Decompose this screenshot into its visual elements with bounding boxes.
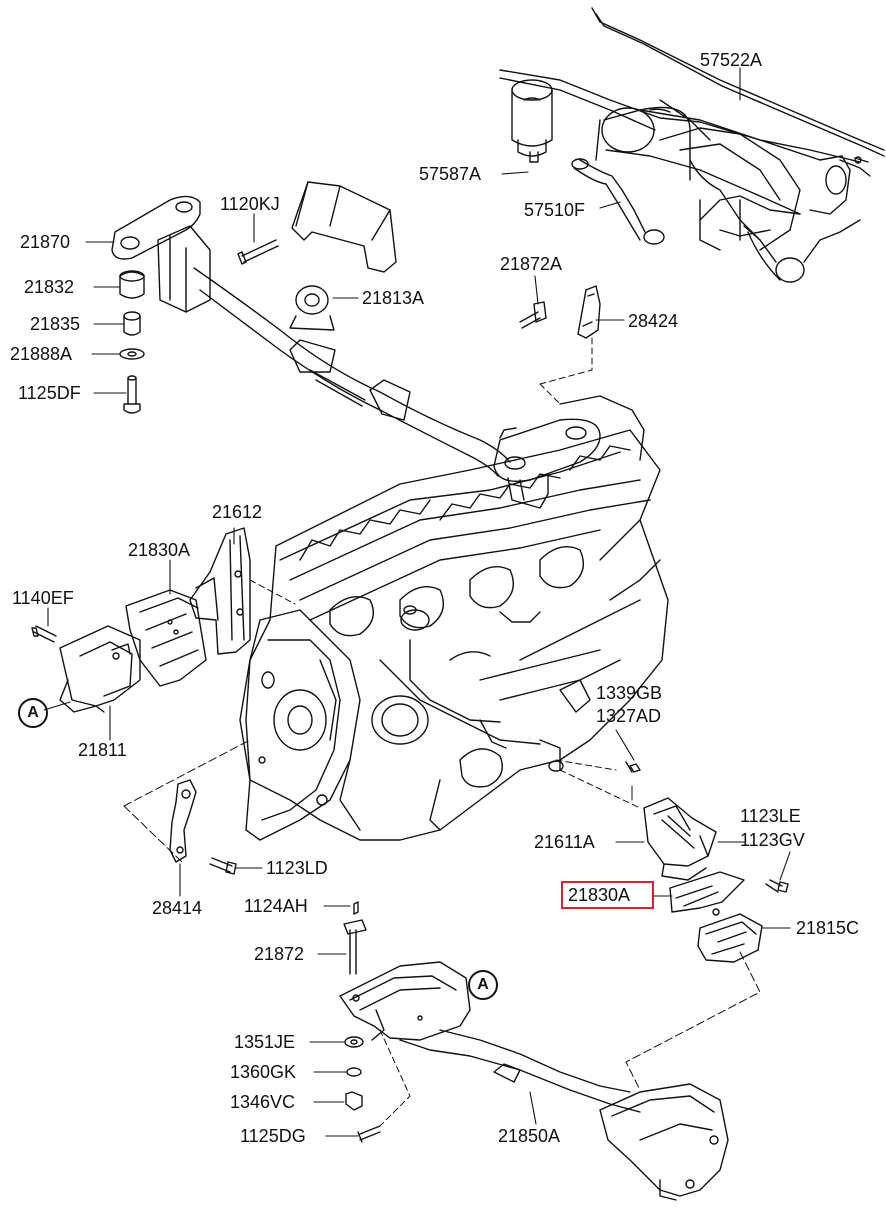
highlight-box [561,881,654,909]
part-label-21872[interactable]: 21872 [254,944,305,964]
part-label-21850A[interactable]: 21850A [498,1126,561,1146]
part-label-1339GB[interactable]: 1339GB [596,683,663,703]
part-label-1123LE[interactable]: 1123LE [740,806,801,826]
part-label-21888A[interactable]: 21888A [10,344,73,364]
part-label-1360GK[interactable]: 1360GK [230,1062,297,1082]
bracket-28424-drawing [520,286,600,404]
part-label-1123LD[interactable]: 1123LD [266,858,328,878]
part-label-21612[interactable]: 21612 [212,502,263,522]
part-label-28414[interactable]: 28414 [152,898,203,918]
part-label-1140EF[interactable]: 1140EF [12,588,74,608]
reference-marker-a-left: A [18,698,48,728]
part-label-21815C[interactable]: 21815C [796,918,860,938]
leader-lines [48,68,790,1136]
part-label-21832[interactable]: 21832 [24,277,75,297]
part-label-21811[interactable]: 21811 [78,740,127,760]
engine-block-drawing [240,396,668,840]
part-label-21872A[interactable]: 21872A [500,254,563,274]
part-label-21835[interactable]: 21835 [30,314,81,334]
bracket-28414-drawing [124,740,250,874]
part-label-21870[interactable]: 21870 [20,232,71,252]
lower-crossmember-drawing [340,902,728,1200]
part-label-1124AH[interactable]: 1124AH [244,896,308,916]
part-label-1120KJ[interactable]: 1120KJ [220,194,280,214]
part-label-21830A-left[interactable]: 21830A [128,540,191,560]
reference-marker-a-right: A [468,970,498,1000]
steering-gear-assembly-drawing [500,8,884,282]
part-label-21830A-highlighted[interactable]: 21830A [568,885,631,905]
part-label-1125DF[interactable]: 1125DF [18,383,81,403]
part-label-21813A[interactable]: 21813A [362,288,425,308]
part-label-28424[interactable]: 28424 [628,311,679,331]
engine-front-plate-drawing [246,610,360,840]
part-label-1327AD[interactable]: 1327AD [596,706,662,726]
right-mount-assembly-drawing [556,760,788,1090]
upper-mount-bar-drawing [112,196,600,508]
left-mount-assembly-drawing [32,528,295,712]
part-label-57522A[interactable]: 57522A [700,50,763,70]
part-label-1346VC[interactable]: 1346VC [230,1092,296,1112]
part-label-57510F[interactable]: 57510F [524,200,586,220]
part-label-1125DG[interactable]: 1125DG [240,1126,306,1146]
upper-left-small-parts-drawing [120,182,396,413]
part-label-21611A[interactable]: 21611A [534,832,595,852]
part-label-1123GV[interactable]: 1123GV [740,830,805,850]
part-label-57587A[interactable]: 57587A [419,164,482,184]
part-label-1351JE[interactable]: 1351JE [234,1032,296,1052]
